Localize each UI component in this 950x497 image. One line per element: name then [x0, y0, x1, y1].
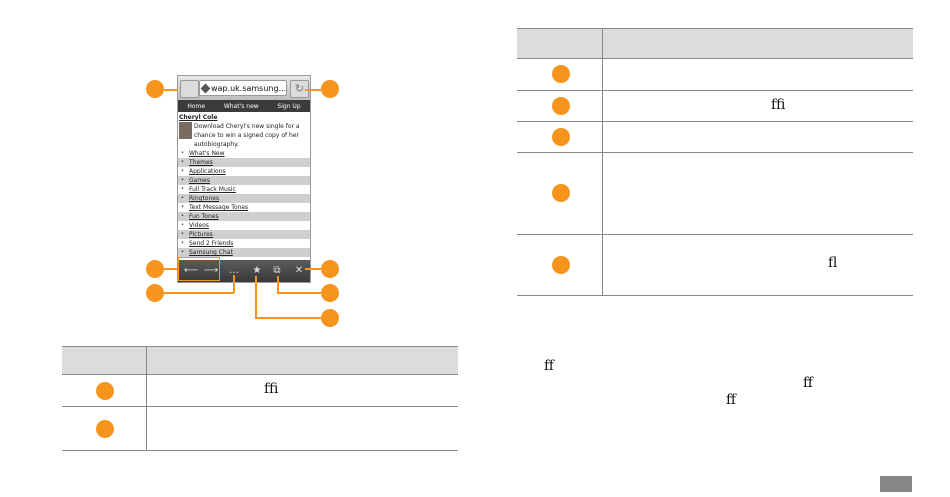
- table-rule: [517, 58, 913, 59]
- site-icon: [200, 83, 211, 94]
- callout-marker: [146, 260, 164, 278]
- table-column-rule: [602, 28, 603, 295]
- close-icon[interactable]: ✕: [294, 265, 304, 276]
- article-blurb: Download Cheryl's new single for a chanc…: [194, 123, 300, 148]
- page-number-tab: [880, 476, 912, 492]
- text-fragment: ﬀ: [726, 392, 736, 408]
- table-marker: [552, 65, 570, 83]
- menu-item[interactable]: Themes: [178, 158, 310, 167]
- more-icon[interactable]: …: [229, 265, 239, 276]
- text-fragment: ﬀ: [803, 375, 813, 391]
- callout-leader: [255, 276, 257, 318]
- article-blurb-row: Download Cheryl's new single for a chanc…: [178, 122, 310, 149]
- menu-item[interactable]: Videos: [178, 221, 310, 230]
- table-rule: [517, 121, 913, 122]
- windows-icon[interactable]: ⧉: [273, 265, 281, 276]
- table-rule: [517, 295, 913, 296]
- callout-leader: [164, 89, 178, 91]
- back-arrow-icon[interactable]: ⟵: [183, 265, 199, 276]
- callout-marker: [146, 284, 164, 302]
- table-marker: [552, 184, 570, 202]
- table-marker: [96, 382, 114, 400]
- table-marker: [552, 256, 570, 274]
- bookmark-icon[interactable]: ★: [252, 265, 262, 276]
- table-rule: [62, 406, 458, 407]
- table-rule: [517, 234, 913, 235]
- nav-buttons-highlight: [178, 257, 220, 281]
- page-content: Cheryl Cole Download Cheryl's new single…: [178, 113, 310, 259]
- menu-item[interactable]: Applications: [178, 167, 310, 176]
- menu-item[interactable]: Text Message Tones: [178, 203, 310, 212]
- home-icon[interactable]: [180, 80, 199, 98]
- table-column-rule: [146, 346, 147, 450]
- callout-leader: [305, 268, 321, 270]
- nav-home[interactable]: Home: [187, 102, 206, 110]
- callout-marker: [321, 80, 339, 98]
- site-nav: Home What's new Sign Up: [178, 100, 310, 112]
- callout-marker: [321, 260, 339, 278]
- menu-item[interactable]: Fun Tones: [178, 212, 310, 221]
- callout-leader: [255, 317, 321, 319]
- article-title[interactable]: Cheryl Cole: [179, 114, 218, 121]
- text-fragment: ﬀ: [544, 358, 554, 374]
- site-menu: What's New Themes Applications Games Ful…: [178, 149, 310, 257]
- callout-leader: [277, 292, 321, 294]
- table-marker: [96, 420, 114, 438]
- table-rule: [517, 152, 913, 153]
- table-header: [62, 346, 458, 375]
- callout-leader: [164, 268, 178, 270]
- menu-item[interactable]: Full Track Music: [178, 185, 310, 194]
- callout-leader: [233, 275, 235, 293]
- callout-leader: [305, 89, 321, 91]
- forward-arrow-icon[interactable]: ⟶: [203, 265, 219, 276]
- menu-item[interactable]: Ringtones: [178, 194, 310, 203]
- url-text: wap.uk.samsung...: [211, 84, 287, 93]
- table-rule: [62, 450, 458, 451]
- phone-browser-screenshot: wap.uk.samsung... ↻ Home What's new Sign…: [177, 75, 311, 283]
- table-rule: [62, 374, 458, 375]
- menu-item[interactable]: Games: [178, 176, 310, 185]
- menu-item[interactable]: Pictures: [178, 230, 310, 239]
- text-fragment: ﬃ: [264, 381, 279, 397]
- table-header: [517, 28, 913, 59]
- nav-whats-new[interactable]: What's new: [223, 102, 259, 110]
- table-rule: [517, 90, 913, 91]
- nav-sign-up[interactable]: Sign Up: [277, 102, 301, 110]
- article-thumbnail[interactable]: [179, 122, 192, 139]
- callout-leader: [277, 276, 279, 293]
- callout-marker: [146, 80, 164, 98]
- callout-marker: [321, 309, 339, 327]
- menu-item[interactable]: Send 2 Friends: [178, 239, 310, 248]
- text-fragment: ﬂ: [828, 255, 838, 271]
- table-marker: [552, 128, 570, 146]
- callout-marker: [321, 284, 339, 302]
- url-input[interactable]: wap.uk.samsung...: [199, 80, 287, 96]
- text-fragment: ﬃ: [771, 97, 786, 113]
- callout-leader: [164, 292, 234, 294]
- menu-item[interactable]: What's New: [178, 149, 310, 158]
- table-marker: [552, 97, 570, 115]
- address-bar: wap.uk.samsung... ↻: [178, 76, 310, 100]
- menu-item[interactable]: Samsung Chat: [178, 248, 310, 257]
